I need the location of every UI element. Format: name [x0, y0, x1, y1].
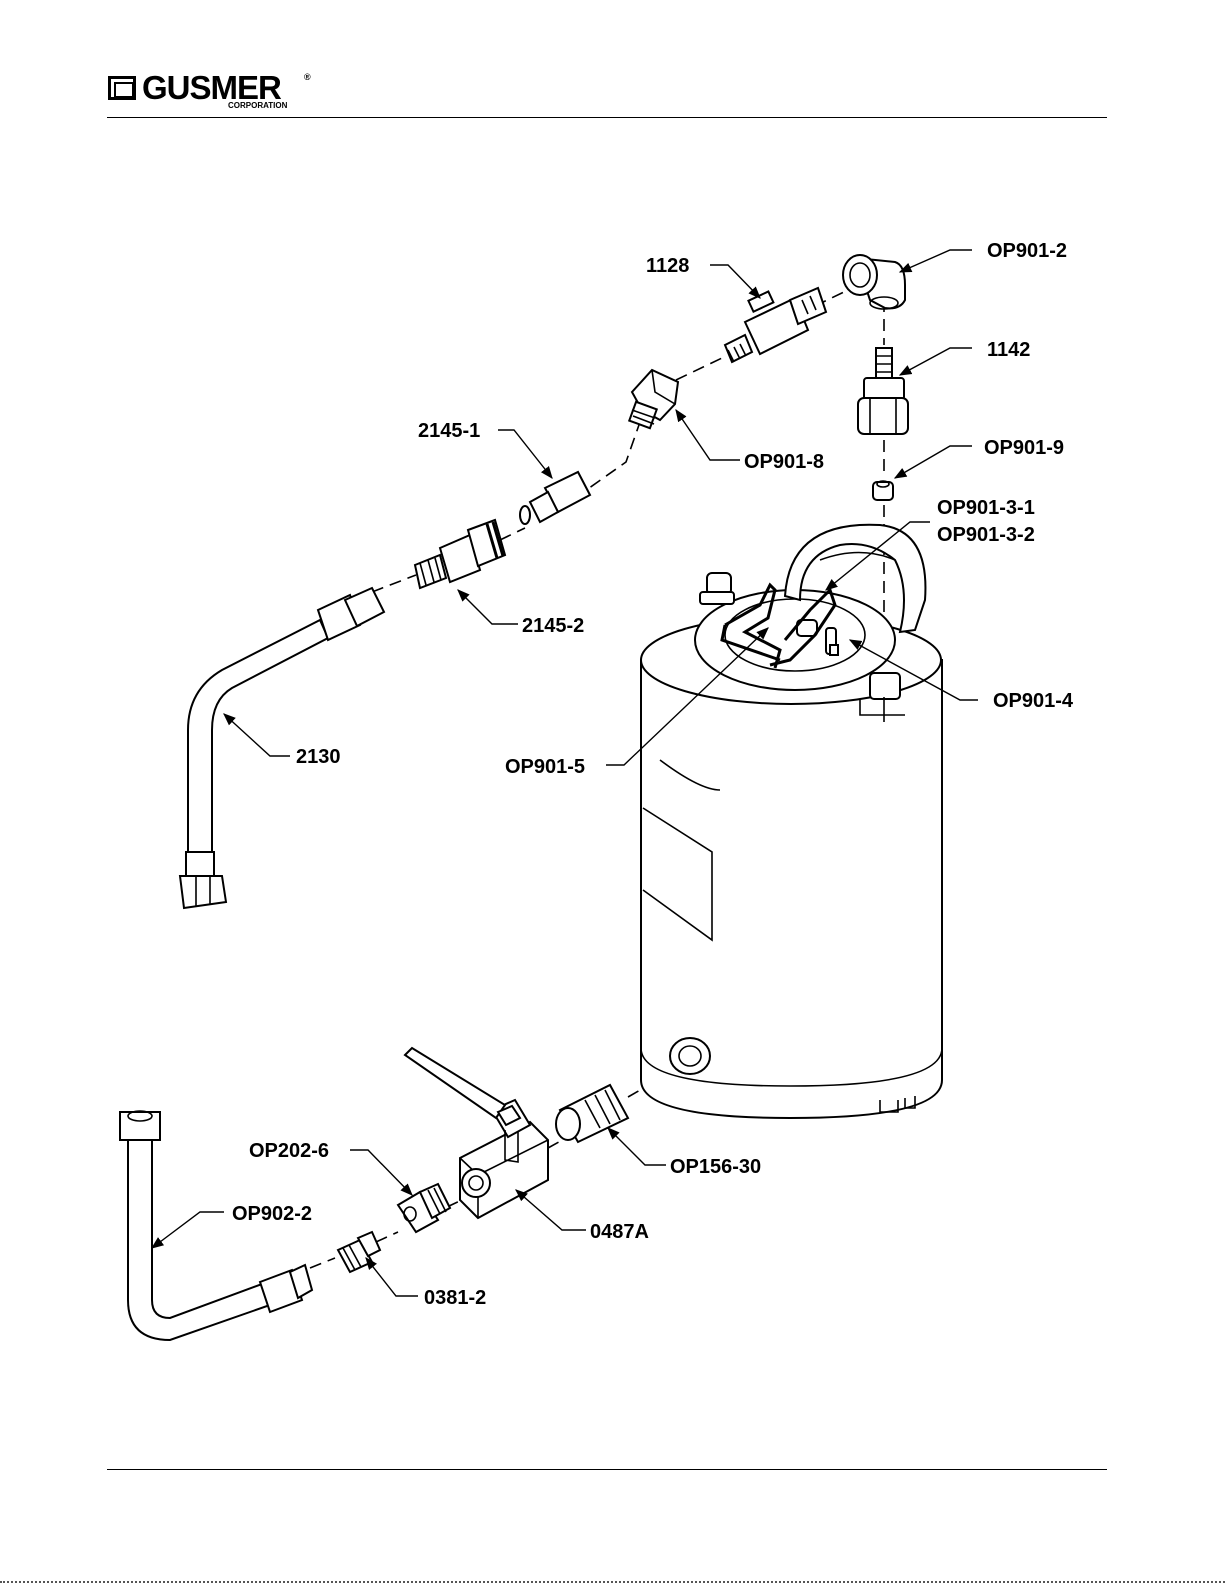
tank-canister	[641, 525, 942, 1118]
footer-rule	[107, 1469, 1107, 1470]
part-2145-1-adapter	[520, 472, 590, 524]
callout-op901-2: OP901-2	[987, 240, 1067, 262]
part-op901-9-nipple	[873, 481, 893, 500]
callout-1142: 1142	[987, 339, 1030, 361]
part-op202-6-bushing	[398, 1184, 450, 1232]
callout-op901-3-2: OP901-3-2	[937, 524, 1035, 546]
callout-op202-6: OP202-6	[249, 1140, 329, 1162]
callout-op901-9: OP901-9	[984, 437, 1064, 459]
part-op156-30-nipple	[556, 1085, 628, 1142]
callout-2130: 2130	[296, 746, 341, 768]
callout-op901-4: OP901-4	[993, 690, 1074, 712]
callout-1128: 1128	[646, 255, 689, 277]
part-0381-2-fitting	[338, 1232, 380, 1272]
callout-op901-5: OP901-5	[505, 756, 585, 778]
part-1128-valve	[725, 288, 826, 362]
part-2130-hose	[180, 588, 384, 908]
callout-2145-1: 2145-1	[418, 420, 480, 442]
callout-op901-3-1: OP901-3-1	[937, 497, 1035, 519]
callout-0487a: 0487A	[590, 1221, 649, 1243]
part-2145-2-coupler	[415, 520, 505, 588]
callout-2145-2: 2145-2	[522, 615, 584, 637]
callout-op901-8: OP901-8	[744, 451, 824, 473]
page-edge-dots	[0, 1581, 1225, 1583]
callout-0381-2: 0381-2	[424, 1287, 486, 1309]
callout-op156-30: OP156-30	[670, 1156, 761, 1178]
callout-op902-2: OP902-2	[232, 1203, 312, 1225]
part-1142-fitting	[858, 348, 908, 434]
part-op901-2-elbow	[843, 255, 905, 309]
part-op901-8-elbow	[629, 370, 678, 428]
